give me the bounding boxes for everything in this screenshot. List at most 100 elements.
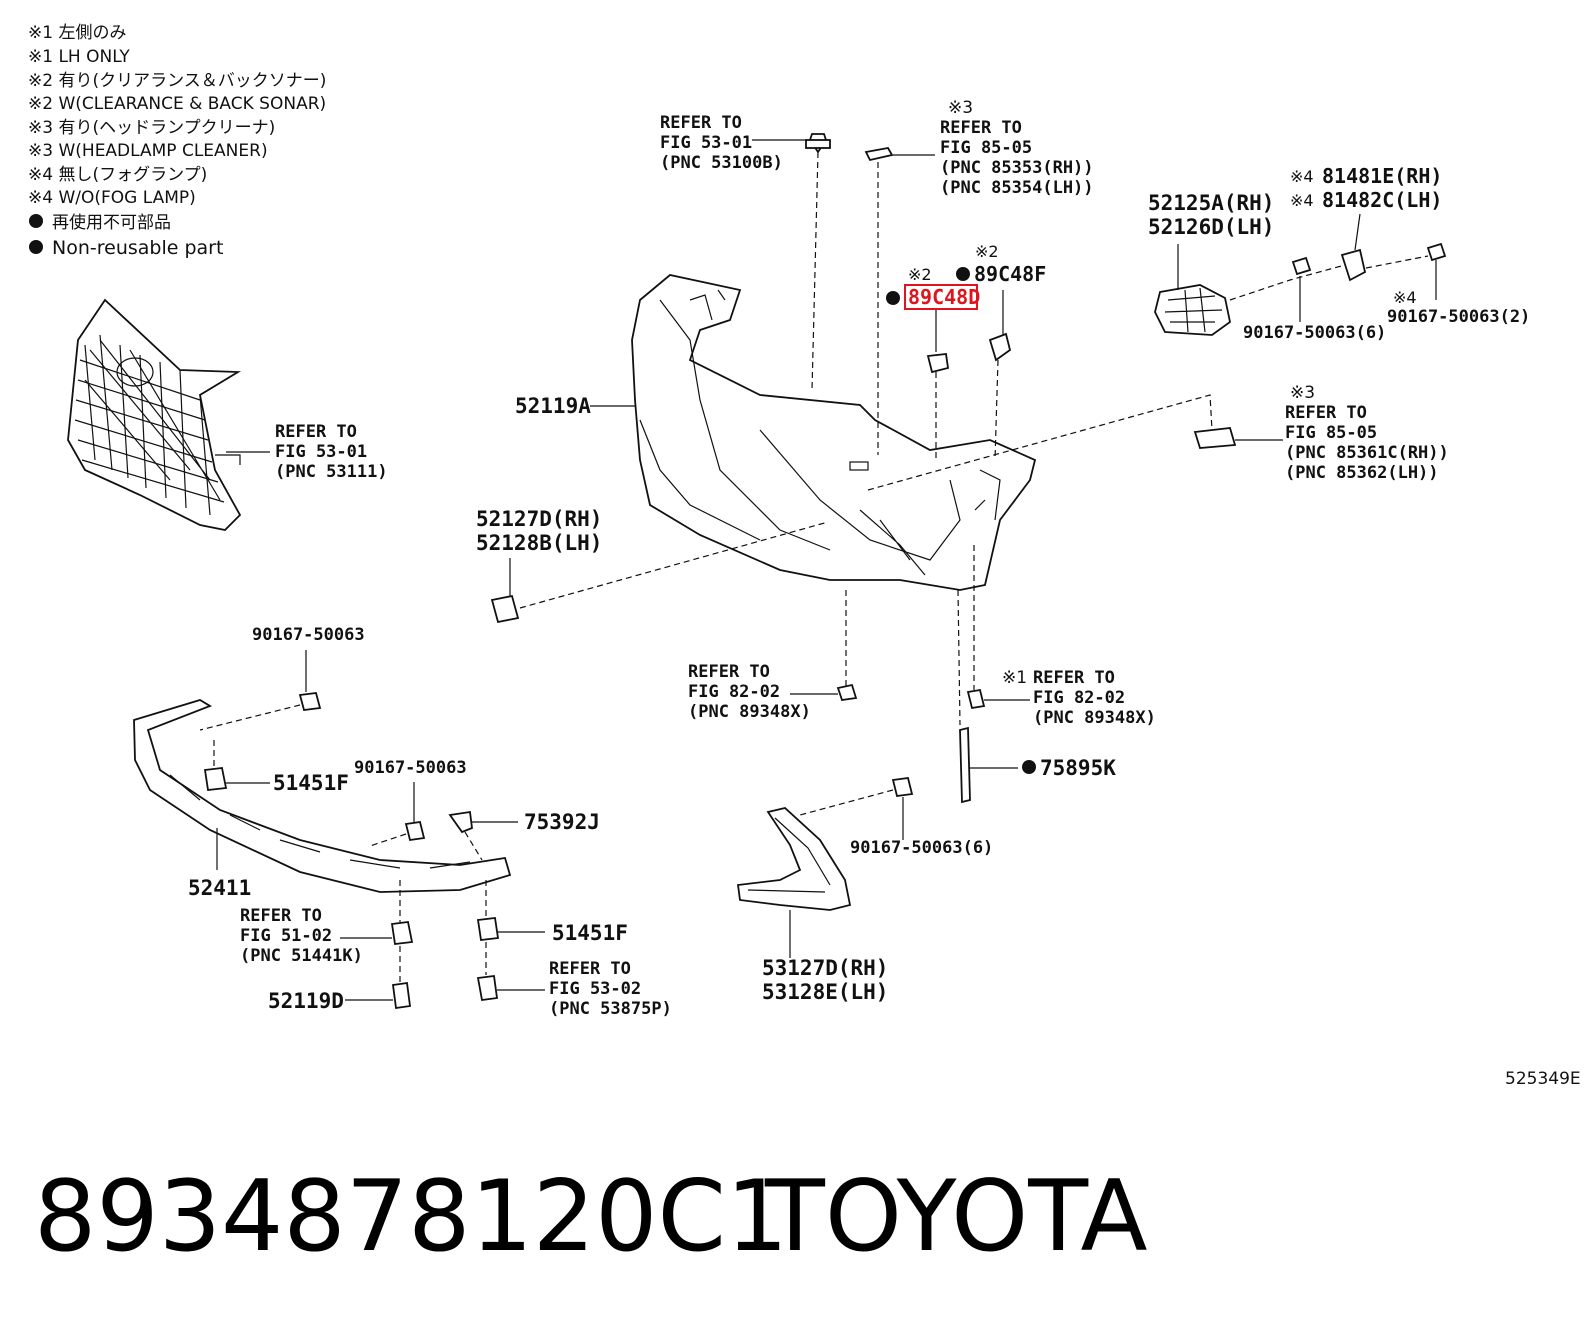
refer-fig-53-01-grille: REFER TO FIG 53-01 (PNC 53111) [275,422,388,482]
fog-cover-drawing [1340,248,1367,282]
part-90167-d: 90167-50063 [354,758,467,778]
part-90167-c: 90167-50063 [252,625,365,645]
svg-text:※3: ※3 [948,98,973,118]
illustration-code: 525349E [1505,1069,1581,1089]
svg-text:(PNC 53875P): (PNC 53875P) [549,999,672,1019]
part-90167-a: 90167-50063(6) [1243,323,1386,343]
svg-text:REFER TO: REFER TO [1033,668,1115,688]
note-mark-2: ※2 [908,265,932,284]
part-52411: 52411 [188,876,251,900]
svg-text:(PNC 51441K): (PNC 51441K) [240,946,363,966]
svg-text:REFER TO: REFER TO [660,113,742,133]
svg-text:(PNC 85353(RH)): (PNC 85353(RH)) [940,158,1094,178]
legend-line: 再使用不可部品 [52,212,171,233]
note-mark-4: ※4 [1393,288,1417,307]
note-mark-4: ※4 [1290,191,1314,210]
svg-text:(PNC 53100B): (PNC 53100B) [660,153,783,173]
part-51451f-a: 51451F [273,771,349,795]
bolt-drawing [1426,242,1447,262]
radiator-grille-drawing [67,298,242,531]
bolt-drawing [298,692,322,711]
bumper-cover-drawing [631,274,1037,591]
clip-51451f-drawing [476,917,500,941]
bolt-drawing [1291,256,1312,276]
clip-52119d-drawing [391,981,412,1010]
refer-fig-85-05-cap: ※3 REFER TO FIG 85-05 (PNC 85353(RH)) (P… [940,98,1094,198]
part-52125a: 52125A(RH) [1148,191,1274,215]
bolt-drawing [404,820,426,842]
legend: ※1 左側のみ ※1 LH ONLY ※2 有り(クリアランス＆バックソナー) … [28,23,326,259]
part-52128b: 52128B(LH) [476,531,602,555]
part-89c48d: 89C48D [908,285,980,309]
legend-line: ※1 LH ONLY [28,47,130,67]
part-75392j: 75392J [524,810,600,834]
moulding-drawing [959,726,971,804]
svg-text:FIG 82-02: FIG 82-02 [1033,688,1125,708]
part-52119a: 52119A [515,394,591,418]
legend-line: ※4 無し(フォグランプ) [28,165,207,185]
cleaner-cap-drawing [864,147,894,162]
part-81482c: 81482C(LH) [1322,188,1442,212]
refer-fig-53-01-clip: REFER TO FIG 53-01 (PNC 53100B) [660,113,783,173]
svg-text:REFER TO: REFER TO [940,118,1022,138]
refer-fig-51-02: REFER TO FIG 51-02 (PNC 51441K) [240,906,363,966]
svg-text:FIG 53-01: FIG 53-01 [660,133,752,153]
legend-line: ※3 W(HEADLAMP CLEANER) [28,141,268,161]
part-52119d: 52119D [268,989,344,1013]
part-53127d: 53127D(RH) [762,956,888,980]
brand-title: TOYOTA [764,1160,1148,1274]
non-reusable-dot-icon [29,240,43,254]
part-90167-b: 90167-50063(2) [1387,307,1530,327]
clip-drawing [390,921,414,945]
sensor-bracket-drawing [836,683,858,701]
svg-text:(PNC 85354(LH)): (PNC 85354(LH)) [940,178,1094,198]
cleaner-nozzle-drawing [1193,427,1237,449]
svg-text:FIG 51-02: FIG 51-02 [240,926,332,946]
svg-text:(PNC 85362(LH)): (PNC 85362(LH)) [1285,463,1439,483]
svg-text:(PNC 89348X): (PNC 89348X) [1033,708,1156,728]
svg-text:FIG 82-02: FIG 82-02 [688,682,780,702]
refer-fig-82-02-right: ※1 REFER TO FIG 82-02 (PNC 89348X) [1002,668,1156,728]
svg-text:FIG 85-05: FIG 85-05 [1285,423,1377,443]
legend-line: ※3 有り(ヘッドランプクリーナ) [28,118,275,138]
lower-spoiler-drawing [133,699,512,893]
bracket-75392j-drawing [448,810,473,834]
part-number-title: 8934878120C1 [34,1160,788,1274]
non-reusable-dot-icon [956,267,970,281]
bolt-drawing [891,777,914,797]
legend-line: ※2 W(CLEARANCE & BACK SONAR) [28,94,326,114]
svg-text:REFER TO: REFER TO [688,662,770,682]
svg-text:(PNC 89348X): (PNC 89348X) [688,702,811,722]
non-reusable-dot-icon [29,214,43,228]
refer-fig-53-02: REFER TO FIG 53-02 (PNC 53875P) [549,959,672,1019]
refer-fig-82-02-left: REFER TO FIG 82-02 (PNC 89348X) [688,662,811,722]
highlight-box [904,284,978,310]
non-reusable-dot-icon [1022,760,1036,774]
refer-fig-85-05-nozzle: ※3 REFER TO FIG 85-05 (PNC 85361C(RH)) (… [1285,383,1449,483]
part-52127d: 52127D(RH) [476,507,602,531]
svg-text:※1: ※1 [1002,668,1027,688]
part-52126d: 52126D(LH) [1148,215,1274,239]
legend-line: Non-reusable part [52,237,223,259]
legend-line: ※1 左側のみ [28,23,126,43]
svg-text:FIG 53-01: FIG 53-01 [275,442,367,462]
svg-text:REFER TO: REFER TO [1285,403,1367,423]
fog-bezel-drawing [736,807,852,911]
svg-text:FIG 85-05: FIG 85-05 [940,138,1032,158]
svg-text:FIG 53-02: FIG 53-02 [549,979,641,999]
clip-drawing [805,133,831,154]
legend-line: ※2 有り(クリアランス＆バックソナー) [28,71,326,91]
svg-text:(PNC 85361C(RH)): (PNC 85361C(RH)) [1285,443,1449,463]
svg-text:REFER TO: REFER TO [240,906,322,926]
svg-text:(PNC 53111): (PNC 53111) [275,462,388,482]
svg-text:REFER TO: REFER TO [549,959,631,979]
part-53128e: 53128E(LH) [762,980,888,1004]
sensor-retainer-drawing [988,332,1012,362]
svg-text:REFER TO: REFER TO [275,422,357,442]
non-reusable-dot-icon [886,291,900,305]
part-81481e: 81481E(RH) [1322,164,1442,188]
clip-51451f-drawing [203,767,228,791]
part-75895k: 75895K [1040,756,1116,780]
part-90167-e: 90167-50063(6) [850,838,993,858]
